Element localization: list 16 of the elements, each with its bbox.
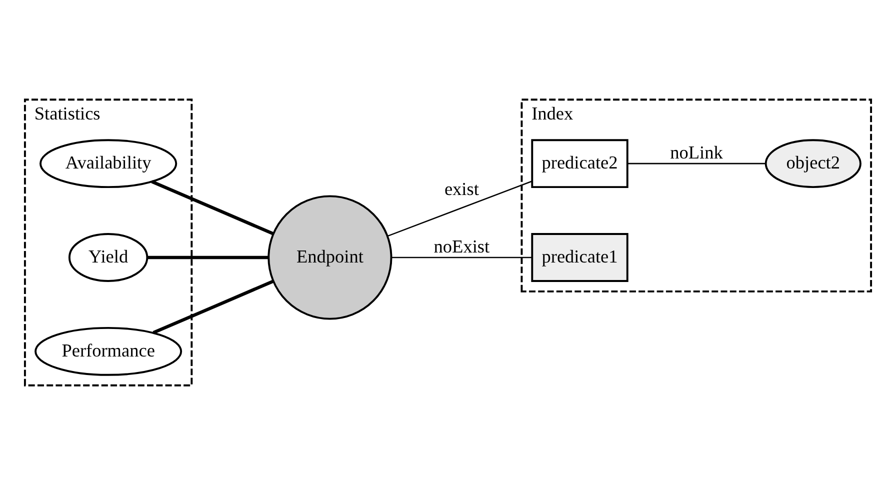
connector [152,279,274,334]
edge-label: noLink [670,142,723,162]
node-box: predicate2 [531,138,628,188]
connector [388,180,532,236]
connector [148,255,268,259]
connector [628,162,766,164]
node-circle: Endpoint [268,194,392,320]
edge-label: exist [444,178,479,199]
node-ellipse: Performance [34,326,182,376]
connector [392,256,532,258]
edge-label: noExist [434,236,490,256]
node-ellipse: Yield [68,232,148,282]
node-ellipse: Availability [40,138,178,188]
node-box: predicate1 [531,232,628,282]
connector [151,180,274,235]
node-ellipse: object2 [764,138,862,188]
